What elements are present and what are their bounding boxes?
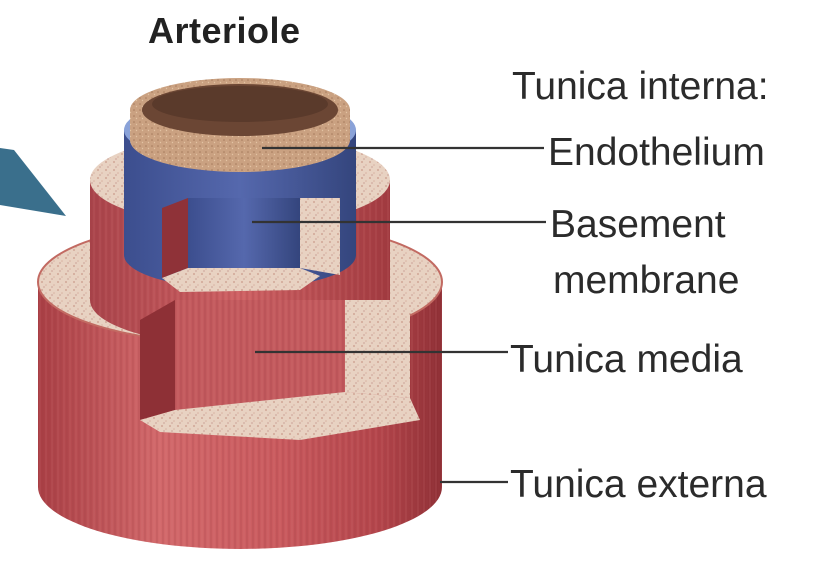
pointer-arrow <box>0 148 66 216</box>
label-basement-line2: membrane <box>553 258 739 304</box>
diagram-title: Arteriole <box>148 10 301 52</box>
endothelium-layer <box>130 78 350 172</box>
label-tunica-media: Tunica media <box>510 337 743 383</box>
label-endothelium: Endothelium <box>548 130 765 176</box>
label-basement-line1: Basement <box>550 202 726 248</box>
externa-cutaway <box>140 300 420 440</box>
label-tunica-interna: Tunica interna: <box>512 64 769 110</box>
label-tunica-externa: Tunica externa <box>510 462 767 508</box>
media-cutaway <box>162 198 340 292</box>
